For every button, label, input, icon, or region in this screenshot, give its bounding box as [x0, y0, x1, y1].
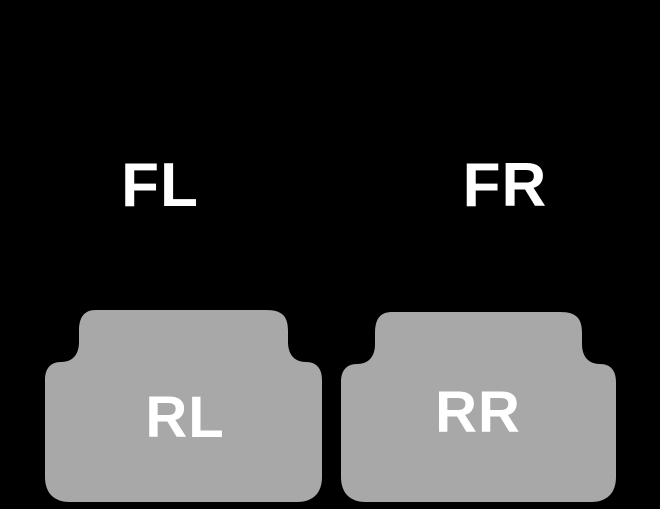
rear-left-mat-shape — [45, 310, 322, 502]
rear-right-mat-shape — [341, 312, 616, 502]
front-left-mat-label: FL — [121, 150, 199, 220]
front-right-mat-label: FR — [462, 150, 548, 220]
rear-left-mat-label: RL — [145, 384, 225, 450]
rear-right-mat-label: RR — [435, 379, 521, 445]
